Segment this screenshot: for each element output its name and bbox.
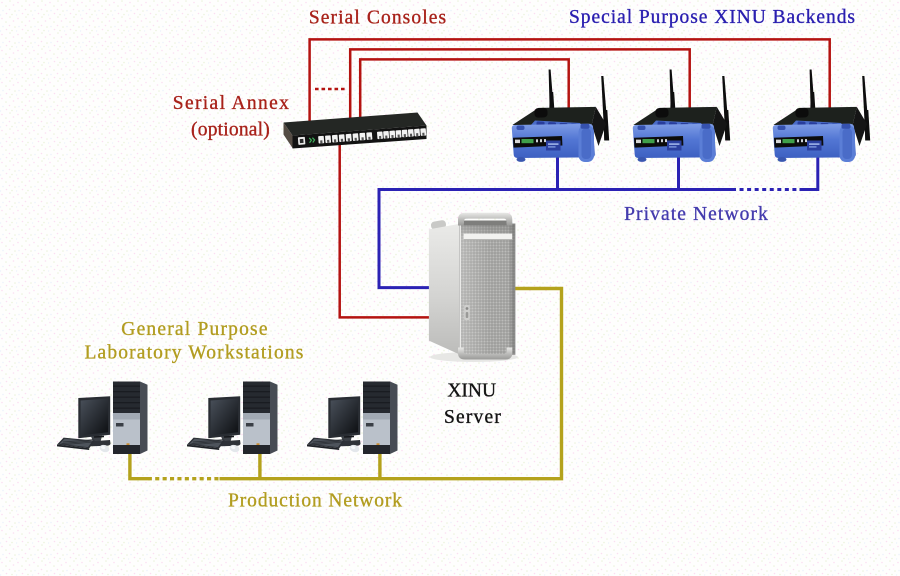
svg-text:Serial Annex: Serial Annex [173,93,290,114]
svg-text:Private Network: Private Network [624,204,769,225]
svg-text:Production Network: Production Network [228,491,403,512]
svg-text:Laboratory Workstations: Laboratory Workstations [84,343,304,364]
svg-text:(optional): (optional) [191,120,270,141]
svg-text:Special Purpose XINU Backends: Special Purpose XINU Backends [569,7,856,28]
svg-text:Server: Server [444,407,502,428]
svg-text:General Purpose: General Purpose [121,319,268,340]
svg-text:Serial Consoles: Serial Consoles [309,8,447,29]
svg-text:XINU: XINU [447,381,496,402]
